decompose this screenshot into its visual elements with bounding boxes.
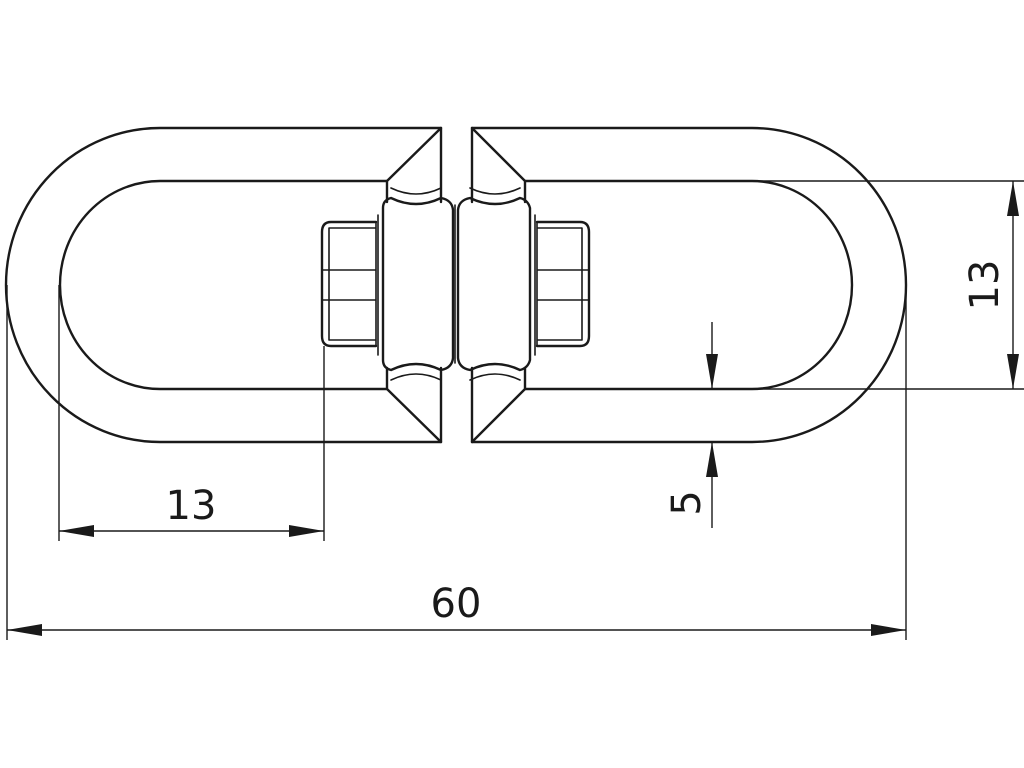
left-link-outer-contour: [4, 126, 443, 444]
swivel-body: [377, 187, 536, 381]
left-link-lower-chamfer: [385, 366, 443, 444]
dimension-label-13-vertical: 13: [962, 260, 1008, 311]
right-barrel-groove-bottom: [469, 373, 521, 381]
right-hex-nut: [535, 220, 591, 348]
left-hex-nut: [320, 220, 378, 348]
arrowhead-5-top: [706, 354, 718, 389]
arrowhead-5-bottom: [706, 442, 718, 477]
arrowhead-13h-left: [59, 525, 94, 537]
arrowhead-13v-bottom: [1007, 354, 1019, 389]
right-barrel: [456, 196, 532, 372]
arrowhead-60-right: [871, 624, 906, 636]
right-link-inner-contour: [523, 179, 854, 391]
right-hex-nut-faces: [536, 221, 590, 347]
dimension-inner-offset: 13: [58, 285, 325, 541]
dimension-overall-length: 60: [6, 285, 907, 640]
dimension-label-5: 5: [664, 490, 710, 515]
right-link-upper-chamfer: [470, 126, 527, 204]
right-barrel-groove-top: [469, 187, 536, 356]
dimension-wire-thickness: 5: [664, 322, 718, 528]
left-link-inner-contour: [58, 179, 389, 391]
left-hex-nut-faces: [321, 221, 377, 347]
left-barrel-groove-bottom: [390, 373, 442, 381]
arrowhead-13v-top: [1007, 181, 1019, 216]
dimension-label-13-horizontal: 13: [166, 483, 217, 529]
dimension-inner-width: 13: [740, 180, 1024, 390]
left-barrel: [381, 196, 455, 372]
arrowhead-13h-right: [289, 525, 324, 537]
arrowhead-60-left: [7, 624, 42, 636]
right-link-lower-chamfer: [470, 366, 527, 444]
left-barrel-groove-top: [377, 187, 442, 356]
right-hex-nut-outline: [535, 220, 591, 348]
dimension-label-60: 60: [431, 581, 482, 627]
left-hex-nut-outline: [320, 220, 378, 348]
left-link: [4, 126, 443, 444]
